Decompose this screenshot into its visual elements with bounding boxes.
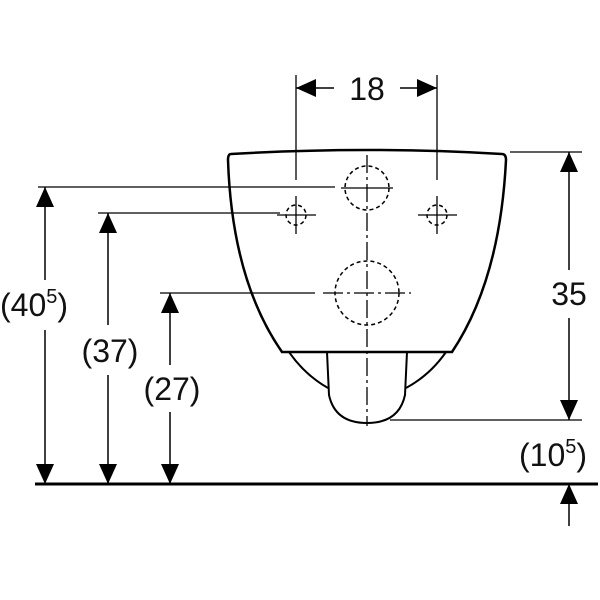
dim-18-label: 18 — [349, 71, 385, 107]
dim-35-label: 35 — [551, 276, 587, 312]
dim-27-label: (27) — [144, 371, 201, 407]
dim-40-5-label: (405) — [0, 286, 68, 323]
dim-10-5-label: (105) — [519, 436, 587, 473]
dim-37-label: (37) — [82, 333, 139, 369]
dimension-arrows — [36, 79, 578, 526]
